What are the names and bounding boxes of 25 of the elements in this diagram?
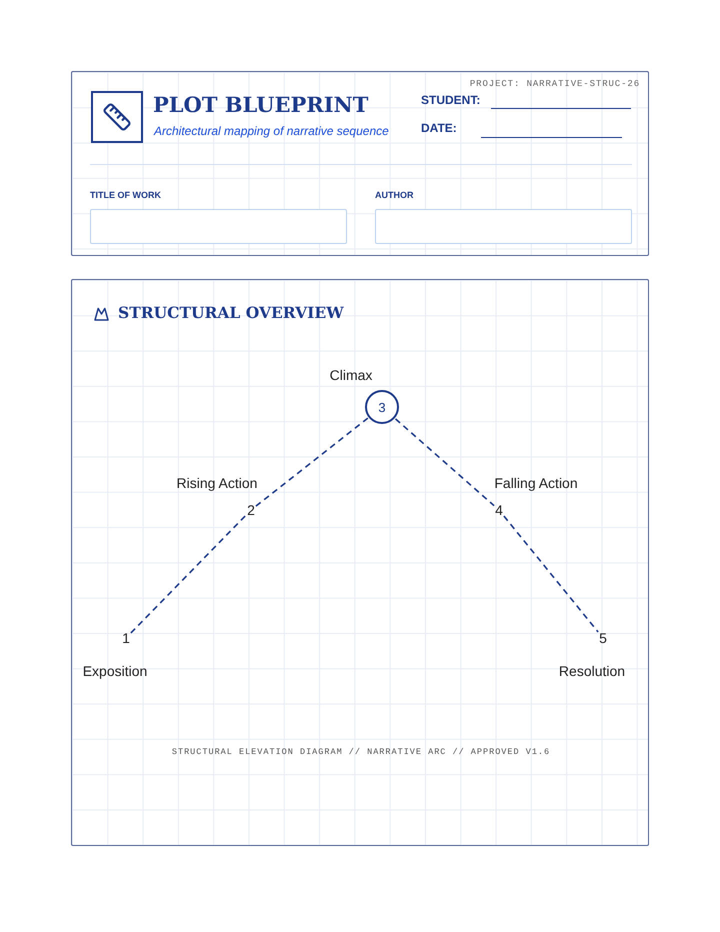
header-panel [71,71,649,256]
field-label: TITLE OF WORK [90,190,161,200]
stage-number: 5 [599,630,607,646]
overview-panel [71,279,649,846]
field-label: STUDENT: [421,93,480,107]
section-heading: STRUCTURAL OVERVIEW [118,303,344,322]
stage-label: Exposition [82,663,148,679]
stage-number: 4 [495,502,503,518]
stage-label: Resolution [558,663,626,679]
stage-number: 2 [247,502,255,518]
plot-line [130,514,247,634]
subtitle: Architectural mapping of narrative sequence [154,124,389,138]
plot-line [255,418,368,507]
stage-label: Falling Action [494,475,578,491]
field-label: AUTHOR [375,190,414,200]
field-label: DATE: [421,121,457,135]
stage-label: Rising Action [176,475,258,491]
plot-line [503,516,599,632]
worksheet-title: PLOT BLUEPRINT [153,92,368,117]
plot-line [394,418,495,506]
project-code: PROJECT: NARRATIVE-STRUC-26 [470,79,640,89]
stage-number: 1 [122,630,130,646]
climax-marker: 3 [365,390,399,424]
stage-label: Climax [330,367,372,383]
footer-note: STRUCTURAL ELEVATION DIAGRAM // NARRATIVE ARC // APPROVED V1.6 [172,747,550,757]
